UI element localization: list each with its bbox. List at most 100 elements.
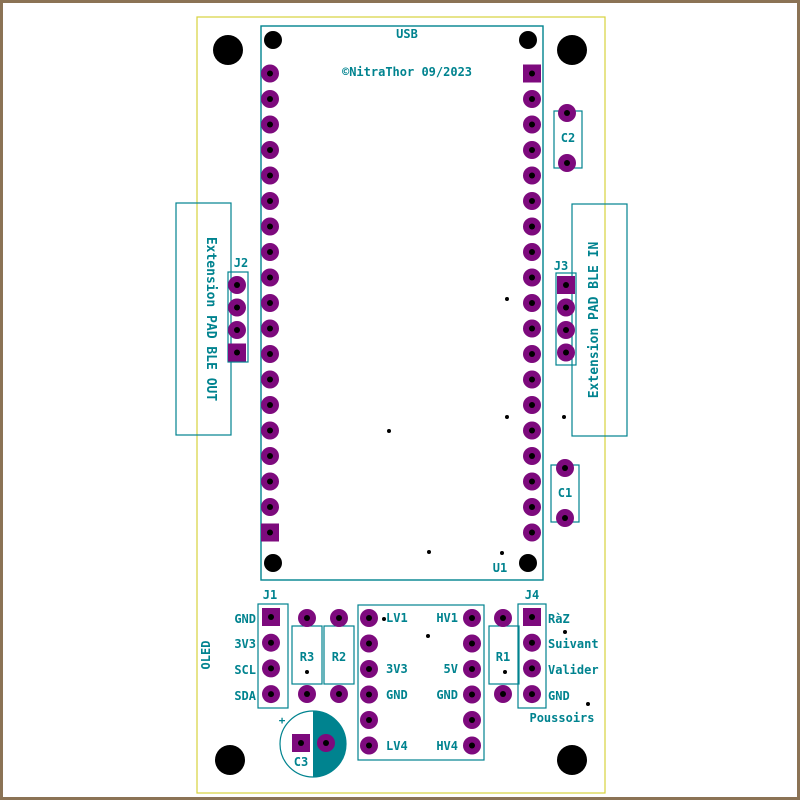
via bbox=[505, 297, 509, 301]
level-shifter-pin-hole bbox=[469, 615, 475, 621]
j1-pin-hole bbox=[268, 614, 274, 620]
poussoirs-label: Poussoirs bbox=[529, 711, 594, 725]
usb-label: USB bbox=[396, 27, 418, 41]
level-shifter-pin-hole bbox=[469, 640, 475, 647]
level-shifter-pin-hole bbox=[366, 666, 372, 672]
j1-pin-hole bbox=[268, 665, 274, 672]
via bbox=[427, 550, 431, 554]
level-shifter-pin-hole bbox=[366, 640, 372, 647]
u1-pin-hole bbox=[529, 96, 535, 102]
u1-pin-hole bbox=[529, 529, 535, 536]
mounting-holes bbox=[213, 35, 587, 775]
u1-pin-hole bbox=[267, 402, 273, 408]
u1-pin-hole bbox=[267, 300, 273, 306]
c3-pad-hole bbox=[323, 740, 329, 746]
u1-hole bbox=[264, 554, 282, 572]
u1-pin-hole bbox=[529, 453, 535, 459]
j2-extension-outline bbox=[175, 202, 232, 436]
u1-label: U1 bbox=[493, 561, 507, 575]
level-shifter-pin-hole bbox=[366, 691, 372, 698]
j4-pins bbox=[523, 608, 541, 704]
r3-label: R3 bbox=[300, 650, 314, 664]
r2-label: R2 bbox=[332, 650, 346, 664]
j2-pin-hole bbox=[234, 282, 240, 288]
u1-pin-hole bbox=[529, 147, 535, 153]
j3-pin-hole bbox=[563, 282, 569, 288]
u1-outline bbox=[260, 25, 544, 581]
u1-hole bbox=[519, 554, 537, 572]
j4-pin-label-valider: Valider bbox=[548, 663, 599, 677]
level-shifter-pin-hole bbox=[469, 691, 475, 698]
ls-left-label-1: LV1 bbox=[386, 611, 408, 625]
level-shifter-right-pins bbox=[463, 609, 481, 755]
u1-pin-hole bbox=[529, 504, 535, 510]
u1-pin-hole bbox=[267, 70, 273, 77]
c1-label: C1 bbox=[558, 486, 572, 500]
u1-pin-hole bbox=[529, 274, 535, 281]
level-shifter-pin-hole bbox=[366, 742, 372, 749]
j4-pin-label-raz: RàZ bbox=[548, 612, 570, 626]
u1-pin-hole bbox=[529, 300, 535, 306]
vias bbox=[305, 297, 590, 706]
u1-pin-hole bbox=[529, 427, 535, 434]
via bbox=[387, 429, 391, 433]
j2-pin-hole bbox=[234, 327, 240, 333]
u1-pin-hole bbox=[267, 96, 273, 102]
j1-pin-label-gnd: GND bbox=[234, 612, 256, 626]
u1-right-pin-header bbox=[523, 64, 541, 542]
u1-pin-hole bbox=[267, 325, 273, 332]
j2-pin-hole bbox=[234, 349, 240, 356]
mounting-hole bbox=[215, 745, 245, 775]
j4-label: J4 bbox=[525, 588, 539, 602]
level-shifter-pin-hole bbox=[366, 717, 372, 723]
j1-pin-hole bbox=[268, 639, 274, 646]
c1-pad-hole bbox=[562, 515, 568, 521]
c1-pad-hole bbox=[562, 465, 568, 471]
j4-pin-hole bbox=[529, 665, 535, 672]
u1-pin-hole bbox=[529, 198, 535, 204]
j1-pin-hole bbox=[268, 691, 274, 698]
c2-pad-hole bbox=[564, 110, 570, 116]
c3-plus-label: + bbox=[279, 714, 286, 727]
u1-pin-hole bbox=[267, 172, 273, 179]
j2-pin-hole bbox=[234, 304, 240, 311]
u1-pin-hole bbox=[529, 478, 535, 485]
j1-pin-label-sda: SDA bbox=[234, 689, 256, 703]
u1-pin-hole bbox=[529, 223, 535, 230]
u1-hole bbox=[264, 31, 282, 49]
j4-pin-hole bbox=[529, 639, 535, 646]
u1-pin-hole bbox=[529, 376, 535, 383]
j4-pin-label-gnd: GND bbox=[548, 689, 570, 703]
u1-pin-hole bbox=[267, 427, 273, 434]
r1-pad-hole bbox=[500, 691, 506, 697]
via bbox=[503, 670, 507, 674]
u1-pin-hole bbox=[267, 504, 273, 510]
r3-pad-hole bbox=[304, 615, 310, 621]
j3-pin-hole bbox=[563, 327, 569, 333]
u1-pin-hole bbox=[529, 249, 535, 255]
j2-label: J2 bbox=[234, 256, 248, 270]
u1-pin-hole bbox=[529, 351, 535, 357]
via bbox=[500, 551, 504, 555]
u1-pin-hole bbox=[267, 478, 273, 485]
j3-label: J3 bbox=[554, 259, 568, 273]
c2-pad-hole bbox=[564, 160, 570, 166]
ls-right-label-6: HV4 bbox=[436, 739, 458, 753]
level-shifter-outline bbox=[357, 604, 485, 761]
board-outline bbox=[196, 16, 606, 794]
level-shifter-pin-hole bbox=[366, 615, 372, 621]
via bbox=[563, 630, 567, 634]
r1-pad-hole bbox=[500, 615, 506, 621]
via bbox=[586, 702, 590, 706]
u1-pin-hole bbox=[267, 453, 273, 459]
ls-right-label-3: 5V bbox=[444, 662, 458, 676]
level-shifter-pin-hole bbox=[469, 666, 475, 672]
mounting-hole bbox=[213, 35, 243, 65]
u1-hole bbox=[519, 31, 537, 49]
u1-pin-hole bbox=[267, 274, 273, 281]
c2-label: C2 bbox=[561, 131, 575, 145]
mounting-hole bbox=[557, 745, 587, 775]
u1-pin-hole bbox=[529, 121, 535, 128]
